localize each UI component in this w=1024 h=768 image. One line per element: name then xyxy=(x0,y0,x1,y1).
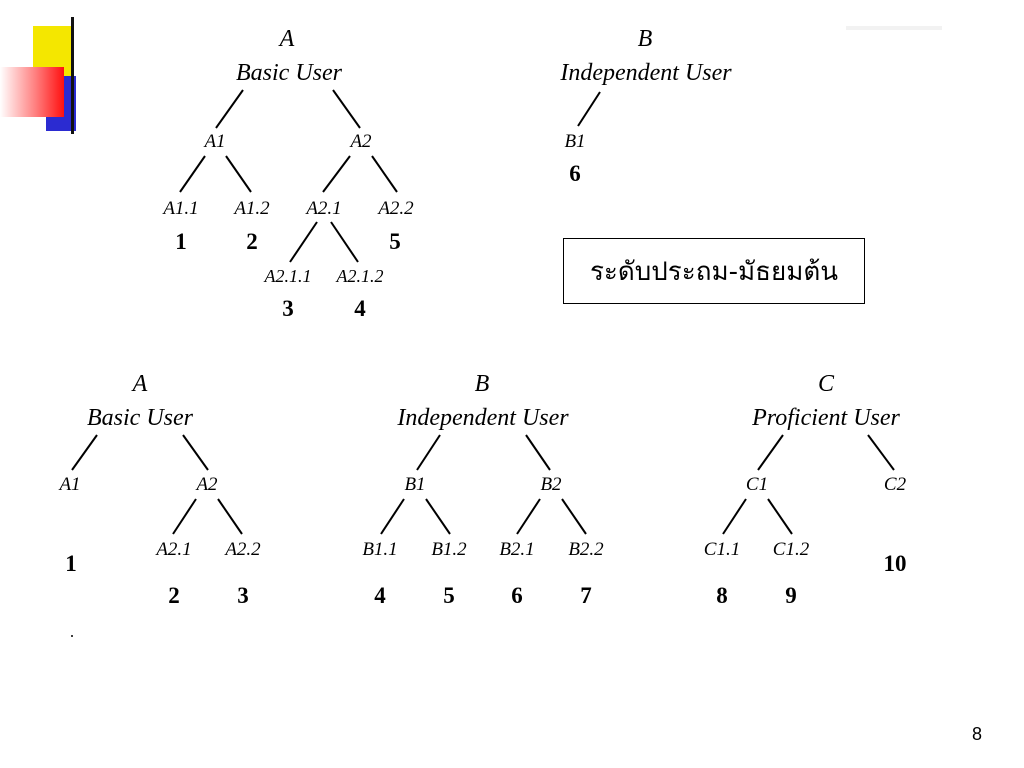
edge xyxy=(330,221,359,263)
edge xyxy=(516,498,541,535)
node-b2: B2 xyxy=(540,474,562,495)
edge xyxy=(380,498,405,535)
node-a2-1-2: A2.1.2 xyxy=(336,266,384,286)
edge xyxy=(722,498,747,535)
edge xyxy=(217,498,243,535)
edge xyxy=(561,498,587,535)
decorative-red-gradient xyxy=(0,67,64,117)
edge xyxy=(425,498,451,535)
node-c2: C2 xyxy=(884,474,907,495)
node-c1: C1 xyxy=(746,474,768,495)
edge xyxy=(371,155,398,193)
edge xyxy=(525,434,551,471)
edge xyxy=(332,89,361,129)
education-level-label: ระดับประถม-มัธยมต้น xyxy=(589,256,839,287)
top-a-level-label: A xyxy=(278,26,295,52)
edge xyxy=(215,89,244,129)
node-a2-1: A2.1 xyxy=(154,539,191,560)
count-b1: 6 xyxy=(569,161,581,186)
decorative-faint-bar xyxy=(846,26,942,30)
count-a2-2: 3 xyxy=(237,583,249,608)
node-a2: A2 xyxy=(194,474,218,495)
count-c1-1: 8 xyxy=(716,583,728,608)
bottom-tree-c: C Proficient User C1 C2 C1.1 C1.2 10 8 9 xyxy=(704,371,907,608)
bottom-b-level-label: B xyxy=(475,371,490,397)
node-b1: B1 xyxy=(564,131,585,152)
edge xyxy=(416,434,441,471)
edge xyxy=(179,155,206,193)
edge xyxy=(182,434,209,471)
page-number: 8 xyxy=(972,724,983,744)
count-b2-2: 7 xyxy=(580,583,592,608)
node-b1: B1 xyxy=(404,474,425,495)
count-c2: 10 xyxy=(884,551,907,576)
edge xyxy=(757,434,784,471)
bottom-tree-a: A Basic User A1 A2 A2.1 A2.2 1 2 3 xyxy=(57,371,261,608)
edge xyxy=(225,155,252,193)
node-a1-1: A1.1 xyxy=(161,198,198,219)
edge xyxy=(322,155,351,193)
node-a2-1-1: A2.1.1 xyxy=(264,266,312,286)
top-b-title: Independent User xyxy=(559,60,732,86)
node-a2: A2 xyxy=(348,131,372,152)
bottom-c-title: Proficient User xyxy=(751,405,900,431)
edge xyxy=(767,498,793,535)
bottom-a-title: Basic User xyxy=(87,405,194,431)
education-level-label-box: ระดับประถม-มัธยมต้น xyxy=(563,238,865,304)
node-b1-1: B1.1 xyxy=(362,539,397,560)
edge xyxy=(867,434,895,471)
edge xyxy=(577,91,601,127)
node-a1: A1 xyxy=(202,131,225,152)
node-a1-2: A1.2 xyxy=(232,198,270,219)
count-c1-2: 9 xyxy=(785,583,797,608)
bottom-tree-b: B Independent User B1 B2 B1.1 B1.2 B2.1 … xyxy=(362,371,604,608)
count-a1-1: 1 xyxy=(175,229,187,254)
bottom-b-title: Independent User xyxy=(396,405,569,431)
count-a2-1-1: 3 xyxy=(282,296,294,321)
top-b-level-label: B xyxy=(638,26,653,52)
node-b1-2: B1.2 xyxy=(431,539,467,560)
node-c1-1: C1.1 xyxy=(704,539,740,560)
top-a-title: Basic User xyxy=(236,60,343,86)
node-b2-1: B2.1 xyxy=(499,539,534,560)
count-a1-2: 2 xyxy=(246,229,258,254)
count-b1-1: 4 xyxy=(374,583,386,608)
bottom-c-level-label: C xyxy=(818,371,835,397)
count-a1: 1 xyxy=(65,551,77,576)
count-a2-2: 5 xyxy=(389,229,401,254)
count-a2-1: 2 xyxy=(168,583,180,608)
decorative-vertical-line xyxy=(71,17,74,134)
count-b2-1: 6 xyxy=(511,583,523,608)
bottom-a-level-label: A xyxy=(131,371,148,397)
node-c1-2: C1.2 xyxy=(773,539,810,560)
count-b1-2: 5 xyxy=(443,583,455,608)
node-a2-2: A2.2 xyxy=(223,539,261,560)
edge xyxy=(71,434,98,471)
node-b2-2: B2.2 xyxy=(568,539,604,560)
node-a2-2: A2.2 xyxy=(376,198,414,219)
node-a2-1: A2.1 xyxy=(304,198,341,219)
top-tree-b: B Independent User B1 6 xyxy=(559,26,732,186)
top-tree-a: A Basic User A1 A2 A1.1 A1.2 A2.1 A2.2 1… xyxy=(161,26,414,321)
edge xyxy=(289,221,318,263)
stray-dot xyxy=(71,635,73,637)
node-a1: A1 xyxy=(57,474,80,495)
edge xyxy=(172,498,197,535)
count-a2-1-2: 4 xyxy=(354,296,366,321)
